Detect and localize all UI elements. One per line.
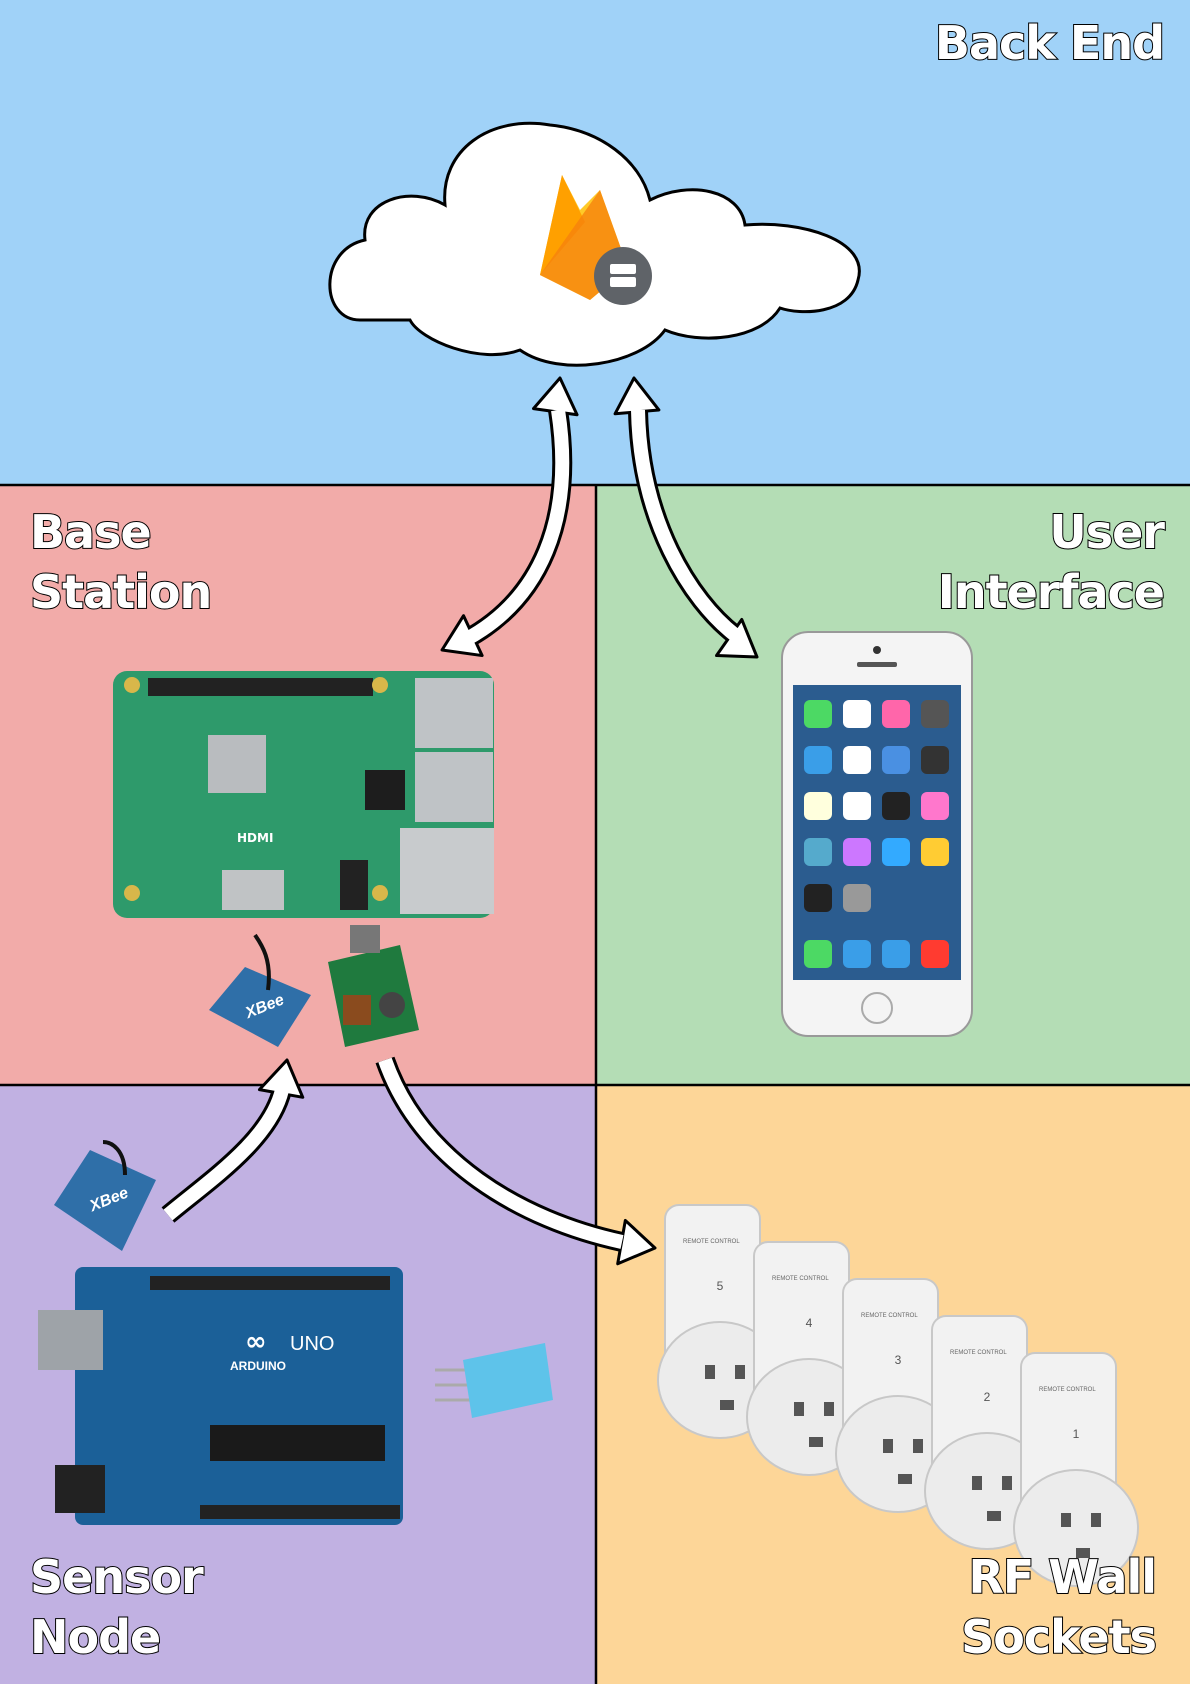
socket-caption: REMOTE CONTROL [683, 1239, 740, 1245]
app-icon [882, 792, 910, 820]
xbee-module-base: XBee [209, 933, 311, 1047]
arrows [161, 376, 759, 1266]
svg-text:ARDUINO: ARDUINO [230, 1359, 286, 1373]
app-icon [843, 838, 871, 866]
dock-app-icon [804, 940, 832, 968]
socket-caption: REMOTE CONTROL [950, 1350, 1007, 1356]
app-icon [882, 700, 910, 728]
app-icon [921, 746, 949, 774]
firebase-icon [540, 175, 652, 305]
socket-caption: REMOTE CONTROL [1039, 1387, 1096, 1393]
app-icon [804, 838, 832, 866]
socket-number: 4 [806, 1316, 813, 1330]
socket-2: REMOTE CONTROL 2 [924, 1315, 1050, 1550]
dock-app-icon [843, 940, 871, 968]
svg-text:∞: ∞ [245, 1327, 267, 1357]
socket-number: 1 [1073, 1427, 1080, 1441]
arrow-base_station-rf_wall_sockets [375, 1056, 657, 1266]
socket-1: REMOTE CONTROL 1 [1013, 1352, 1139, 1587]
app-icon [882, 838, 910, 866]
dock-app-icon [921, 940, 949, 968]
database-icon [610, 264, 636, 274]
raspberry-pi-board: HDMI [113, 671, 494, 918]
arrow-base_station-back_end [440, 376, 579, 658]
socket-caption: REMOTE CONTROL [861, 1313, 918, 1319]
app-icon [921, 700, 949, 728]
dock-app-icon [882, 940, 910, 968]
arduino-uno: ∞ UNO ARDUINO [38, 1267, 403, 1525]
app-icon [843, 700, 871, 728]
back-end-label: Back End [934, 15, 1166, 71]
socket-number: 3 [895, 1353, 902, 1367]
socket-caption: REMOTE CONTROL [772, 1276, 829, 1282]
xbee-module-sensor: XBee [54, 1140, 156, 1251]
svg-text:UNO: UNO [290, 1333, 334, 1355]
app-icon [843, 884, 871, 912]
hdmi-label: HDMI [237, 831, 273, 845]
iphone [781, 631, 973, 1037]
app-icon [882, 746, 910, 774]
app-icon [804, 884, 832, 912]
socket-number: 5 [717, 1279, 724, 1293]
app-icon [843, 746, 871, 774]
rf-transmitter-module [328, 925, 419, 1047]
socket-number: 2 [984, 1390, 991, 1404]
arrow-sensor_node-base_station [161, 1058, 305, 1223]
app-icon [921, 838, 949, 866]
app-icon [804, 700, 832, 728]
app-icon [843, 792, 871, 820]
dht-sensor [435, 1343, 553, 1418]
app-icon [921, 792, 949, 820]
app-icon [804, 792, 832, 820]
app-icon [804, 746, 832, 774]
arrow-user_interface-back_end [613, 376, 759, 659]
